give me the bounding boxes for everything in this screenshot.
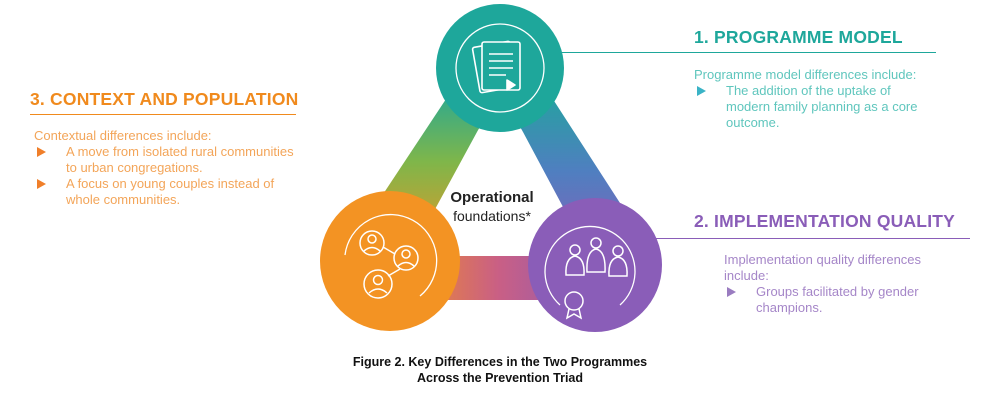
bullet-text: A move from isolated rural communities t… [66, 144, 294, 175]
implementation-quality-bullets: Groups facilitated by gender champions. [724, 284, 969, 316]
foundations-subtitle: foundations* [453, 208, 531, 224]
bullet-item: A focus on young couples instead of whol… [34, 176, 294, 208]
people-network-icon [344, 213, 438, 299]
group-award-icon [544, 225, 636, 320]
programme-model-intro: Programme model differences include: [694, 67, 917, 82]
implementation-quality-node [528, 198, 662, 332]
center-label: Operational foundations* [412, 189, 572, 225]
context-population-intro: Contextual differences include: [34, 128, 212, 143]
implementation-quality-intro: Implementation quality differences inclu… [724, 252, 922, 283]
bullet-arrow-icon [37, 179, 46, 189]
implementation-quality-description: Implementation quality differences inclu… [724, 252, 969, 316]
bullet-text: Groups facilitated by gender champions. [756, 284, 919, 315]
context-population-divider [30, 114, 296, 115]
inner-triangle [418, 118, 581, 256]
implementation-quality-divider [650, 238, 970, 239]
context-population-bullets: A move from isolated rural communities t… [34, 144, 294, 208]
implementation-quality-heading: 2. IMPLEMENTATION QUALITY [694, 211, 956, 231]
context-population-node [320, 191, 460, 331]
bullet-text: The addition of the uptake of modern fam… [726, 83, 918, 130]
context-population-description: Contextual differences include: A move f… [34, 128, 294, 208]
programme-model-divider [552, 52, 936, 53]
document-stack-icon [455, 23, 545, 113]
caption-line-1: Figure 2. Key Differences in the Two Pro… [352, 355, 648, 369]
programme-model-description: Programme model differences include: The… [694, 67, 934, 131]
programme-model-heading: 1. PROGRAMME MODEL [694, 27, 903, 47]
bullet-item: Groups facilitated by gender champions. [724, 284, 969, 316]
caption-line-2: Across the Prevention Triad [416, 371, 584, 385]
context-population-heading: 3. CONTEXT AND POPULATION [30, 89, 299, 109]
bullet-text: A focus on young couples instead of whol… [66, 176, 275, 207]
programme-model-bullets: The addition of the uptake of modern fam… [694, 83, 934, 131]
bullet-arrow-icon [727, 287, 736, 297]
figure-caption: Figure 2. Key Differences in the Two Pro… [300, 354, 700, 386]
bullet-item: A move from isolated rural communities t… [34, 144, 294, 176]
bullet-arrow-icon [37, 147, 46, 157]
bullet-item: The addition of the uptake of modern fam… [694, 83, 934, 131]
bullet-arrow-icon [697, 86, 706, 96]
operational-title: Operational [450, 189, 534, 206]
prevention-triad-diagram [320, 4, 662, 332]
